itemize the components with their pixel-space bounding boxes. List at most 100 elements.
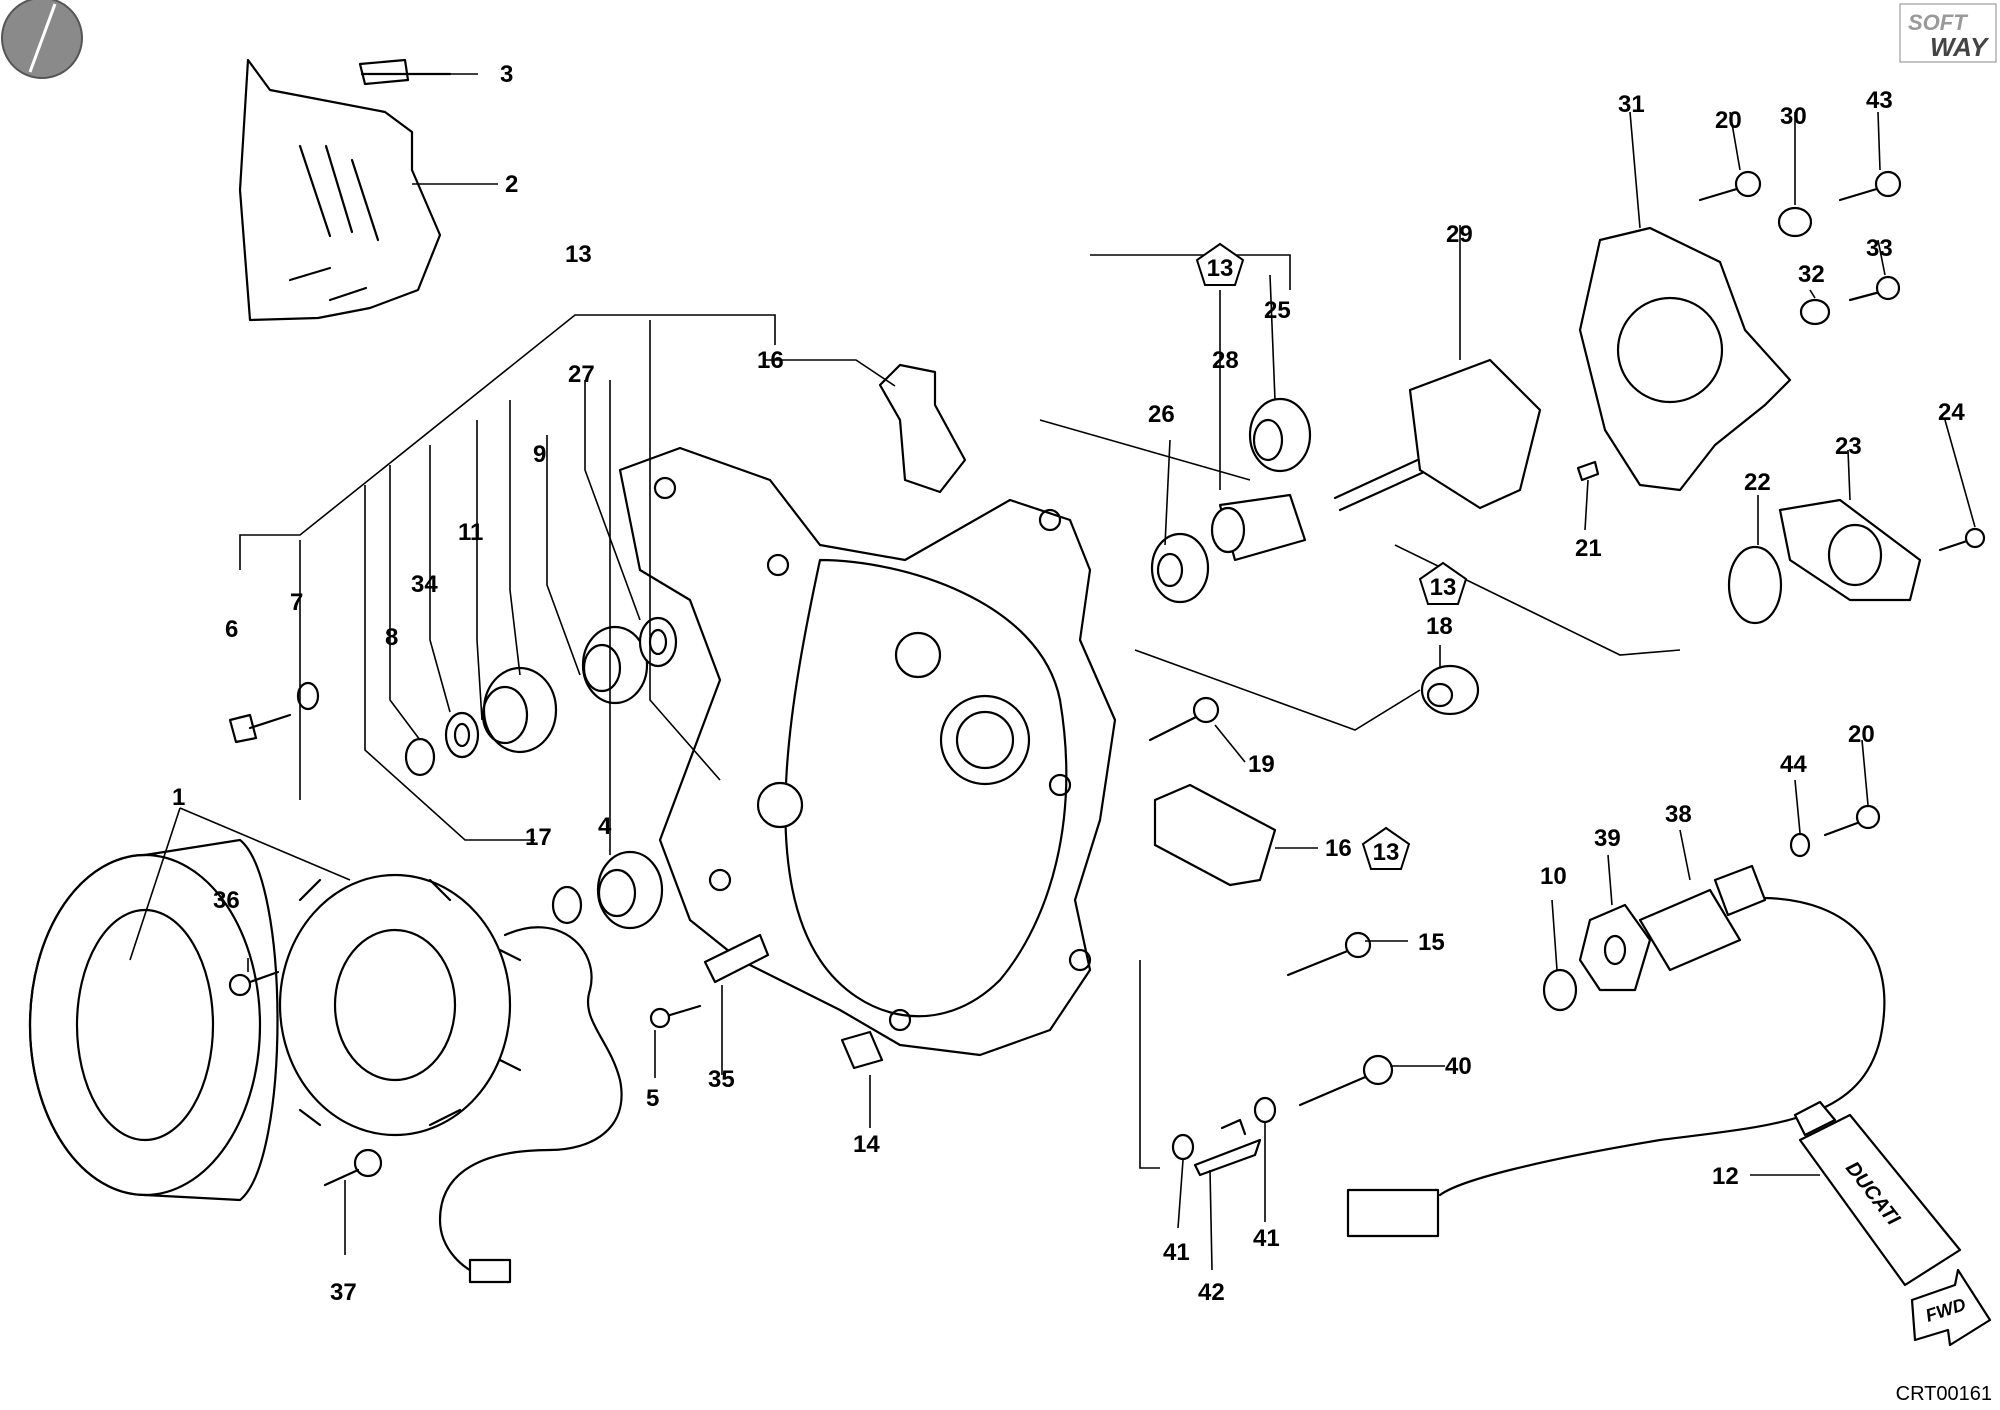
screw-19 — [1148, 696, 1220, 742]
callout-28: 28 — [1212, 347, 1239, 374]
callout-10: 10 — [1540, 863, 1567, 890]
callout-29: 29 — [1446, 221, 1473, 248]
callout-11: 11 — [458, 519, 483, 546]
seal-28 — [1210, 493, 1307, 562]
callout-3: 3 — [500, 61, 513, 88]
sprocket-cover — [238, 58, 442, 322]
callout-32: 32 — [1798, 261, 1825, 288]
hose-nipple-16-right — [1153, 783, 1277, 887]
callout-12: 12 — [1712, 1163, 1739, 1190]
callout-21: 21 — [1575, 535, 1602, 562]
callout-16: 16 — [1325, 835, 1352, 862]
logo-line-1: SOFT — [1908, 10, 1968, 35]
generator-cover — [618, 446, 1117, 1057]
pentagon-note-16: 13 — [1361, 826, 1411, 870]
stator — [278, 873, 623, 1284]
callout-41: 41 — [1163, 1239, 1190, 1266]
sealant-tube-12: DUCATI — [1793, 1100, 1962, 1287]
callout-16: 16 — [757, 347, 784, 374]
callout-35: 35 — [708, 1066, 735, 1093]
screw-20-top — [1698, 170, 1762, 202]
callout-27: 27 — [568, 361, 595, 388]
bearing-25 — [1248, 397, 1312, 473]
corner-disc-icon — [1, 0, 83, 79]
callout-labels: 3 2 13 16 27 9 11 34 6 7 8 1 36 17 4 5 3… — [172, 61, 1965, 1306]
washer-41 — [1171, 1096, 1277, 1161]
callout-38: 38 — [1665, 801, 1692, 828]
gasket-39 — [1578, 903, 1652, 992]
screw-40 — [1298, 1054, 1394, 1107]
callout-13: 13 — [565, 241, 592, 268]
callout-42: 42 — [1198, 1279, 1225, 1306]
screw-37 — [323, 1148, 383, 1187]
washer-26 — [1150, 532, 1210, 604]
oring-10 — [1542, 968, 1578, 1012]
callout-7: 7 — [290, 589, 303, 616]
leader-lines — [129, 73, 1976, 1271]
screw-24 — [1938, 527, 1986, 552]
callout-25: 25 — [1264, 297, 1291, 324]
flywheel-rotor — [28, 838, 279, 1202]
pentagon-note-text: 13 — [1430, 574, 1457, 601]
screw-33 — [1848, 275, 1901, 302]
washer-44 — [1789, 832, 1811, 858]
callout-22: 22 — [1744, 469, 1771, 496]
callout-43: 43 — [1866, 87, 1893, 114]
callout-41: 41 — [1253, 1225, 1280, 1252]
bearing-4 — [596, 850, 664, 930]
callout-24: 24 — [1938, 399, 1965, 426]
bolt-6 — [228, 681, 320, 744]
callout-18: 18 — [1426, 613, 1453, 640]
seal-18 — [1420, 664, 1480, 716]
callout-1: 1 — [172, 784, 185, 811]
callout-39: 39 — [1594, 825, 1621, 852]
flange-23 — [1778, 498, 1922, 602]
callout-31: 31 — [1618, 91, 1645, 118]
callout-26: 26 — [1148, 401, 1175, 428]
screw-15 — [1286, 931, 1372, 977]
circlip-17 — [551, 885, 583, 925]
callout-44: 44 — [1780, 751, 1807, 778]
pentagon-note-18: 13 — [1418, 561, 1468, 605]
circlip-8 — [404, 737, 436, 777]
washer-32 — [1799, 298, 1831, 326]
callout-37: 37 — [330, 1279, 357, 1306]
drawing-code: CRT00161 — [1896, 1383, 1992, 1405]
bearing-11 — [481, 666, 558, 754]
callout-33: 33 — [1866, 235, 1893, 262]
impeller-shaft-29 — [1333, 358, 1542, 512]
pentagon-note-28: 13 — [1195, 242, 1245, 286]
callout-4: 4 — [598, 813, 612, 840]
callout-9: 9 — [533, 441, 546, 468]
callout-2: 2 — [505, 171, 518, 198]
callout-8: 8 — [385, 624, 398, 651]
callout-6: 6 — [225, 616, 238, 643]
callout-20: 20 — [1848, 721, 1875, 748]
pentagon-note-text: 13 — [1207, 255, 1234, 282]
bearing-9 — [581, 625, 649, 705]
screw-3 — [358, 58, 452, 86]
fwd-arrow-icon: FWD — [1910, 1268, 1992, 1347]
dowel-14 — [840, 1030, 884, 1070]
screw-5 — [649, 1004, 702, 1029]
callout-23: 23 — [1835, 433, 1862, 460]
pin-21 — [1576, 460, 1600, 482]
screw-36 — [228, 970, 280, 997]
hose-nipple-16-top — [878, 363, 967, 494]
screw-43 — [1838, 170, 1902, 202]
callout-40: 40 — [1445, 1053, 1472, 1080]
callout-5: 5 — [646, 1085, 659, 1112]
washer-34 — [444, 711, 480, 759]
callout-19: 19 — [1248, 751, 1275, 778]
callout-34: 34 — [411, 571, 438, 598]
callout-17: 17 — [525, 824, 552, 851]
callout-36: 36 — [213, 887, 240, 914]
softway-logo-icon: SOFT WAY — [1899, 3, 1997, 63]
pump-cover-31 — [1578, 226, 1792, 492]
callout-14: 14 — [853, 1131, 880, 1158]
pentagon-note-text: 13 — [1373, 839, 1400, 866]
screw-20-sensor — [1823, 804, 1881, 837]
logo-line-2: WAY — [1930, 32, 1990, 62]
seal-27 — [638, 616, 678, 668]
